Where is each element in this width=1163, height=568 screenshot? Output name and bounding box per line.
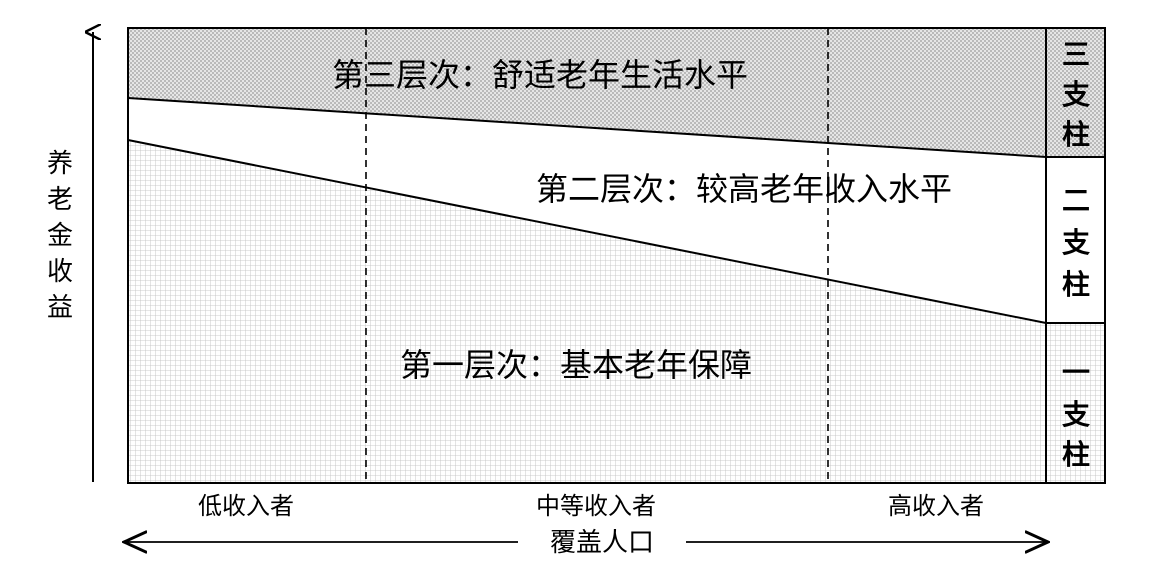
y-axis-label-char-5: 益: [47, 293, 73, 323]
pillar-3-char-1: 三: [1062, 38, 1090, 71]
pillar-2-char-3: 柱: [1062, 268, 1090, 301]
group-label-high-income: 高收入者: [888, 492, 984, 520]
y-axis-label-char-2: 老: [47, 185, 73, 215]
tier-3-label: 第三层次：舒适老年生活水平: [332, 56, 748, 94]
y-axis-label-char-1: 养: [47, 149, 73, 179]
tier-3-boundary-line: [127, 97, 1047, 158]
pillar-2-char-1: 二: [1062, 184, 1090, 217]
tier-3-region: [128, 28, 1046, 157]
group-label-low-income: 低收入者: [198, 492, 294, 520]
pillar-1-char-1: 一: [1062, 356, 1090, 389]
x-axis-label: 覆盖人口: [550, 528, 654, 558]
pillar-3-char-3: 柱: [1062, 118, 1090, 151]
tier-2-region: [128, 98, 1046, 323]
tier-1-region: [128, 140, 1046, 483]
pillar-3-char-2: 支: [1062, 78, 1090, 111]
tier-1-label: 第一层次：基本老年保障: [400, 346, 752, 384]
pillar-1-char-2: 支: [1062, 398, 1090, 431]
y-axis-label-char-3: 金: [47, 221, 73, 251]
group-label-middle-income: 中等收入者: [536, 492, 656, 520]
tier-2-label: 第二层次：较高老年收入水平: [536, 170, 952, 208]
pillar-3-box: [1045, 27, 1106, 158]
pillar-1-box: [1045, 322, 1106, 484]
y-axis-label-char-4: 收: [47, 257, 73, 287]
pillar-2-char-2: 支: [1062, 226, 1090, 259]
tier-1-boundary-line: [127, 139, 1047, 324]
pillar-1-char-3: 柱: [1062, 438, 1090, 471]
